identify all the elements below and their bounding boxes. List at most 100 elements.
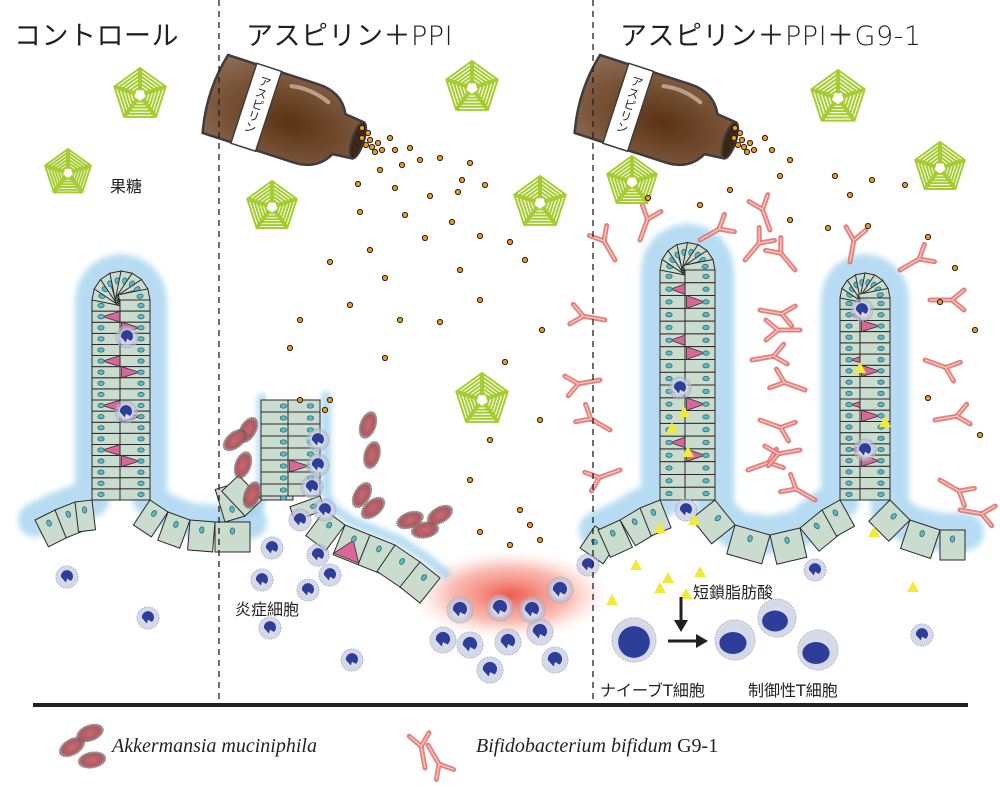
scfa-triangle [688,514,700,525]
bifidobacterium-icon [582,467,623,494]
cell-nucleus [813,522,820,530]
aspirin-particle [726,186,734,194]
goblet-cell [686,397,706,412]
aspirin-particle [458,176,466,184]
naive-t-cell-label: ナイーブT細胞 [600,681,705,700]
aspirin-particle [743,148,751,156]
cell-nucleus [631,518,638,526]
aspirin-particle [454,188,462,196]
inflammatory-cell [429,626,457,654]
aspirin-particle [696,201,704,209]
cell-nucleus [279,463,287,469]
cell-nucleus [137,480,145,486]
aspirin-particle [358,134,366,142]
aspirin-particle [738,136,746,144]
epithelial-cell [859,342,891,355]
scfa-triangle [662,572,674,583]
aspirin-particle [354,180,362,188]
cell-nucleus [137,314,145,320]
aspirin-particle [481,181,489,189]
bifidobacterium-icon [927,287,967,313]
inflammatory-cell [306,428,330,452]
aspirin-particle [740,143,748,151]
aspirin-particle [951,264,959,272]
cell-nucleus [702,478,710,484]
cell-nucleus [665,376,673,382]
aspirin-particle [456,266,464,274]
aspirin-particle [746,139,754,147]
cell-nucleus [97,447,105,453]
aspirin-particle [296,396,304,404]
inflammatory-cell [340,648,364,672]
aspirin-particle [396,316,404,324]
aspirin-particle [864,222,872,230]
regulatory-t-cell-icon [714,619,756,661]
cell-nucleus [81,506,88,514]
cell-nucleus [279,495,287,501]
aspirin-particle [366,136,374,144]
cell-nucleus [97,303,105,309]
scfa-triangle [606,594,618,605]
akkermansia-icon [426,504,454,526]
epithelial-cell [119,421,151,434]
bifidobacterium-icon [957,503,998,529]
epithelial-cell [684,307,716,322]
cell-nucleus [137,403,145,409]
goblet-cell [861,409,881,422]
cell-nucleus [845,357,853,363]
epithelial-cell [119,299,151,312]
cell-nucleus [845,301,853,307]
panel-title-control: コントロール [14,21,179,52]
legend-akkermansia-icon [58,723,107,769]
epithelial-cell [639,499,672,537]
cell-nucleus [137,336,145,342]
cell-nucleus [702,273,710,279]
inflammatory-cell [296,578,320,602]
epithelial-cell [187,519,216,553]
bifidobacterium-icon [932,401,973,427]
cell-nucleus [665,401,673,407]
right-arrow-head [696,634,708,648]
cell-nucleus [665,312,673,318]
aspirin-particle [326,258,334,266]
cell-nucleus [665,478,673,484]
bifidobacterium-icon [757,303,798,329]
cell-nucleus [877,402,885,408]
aspirin-particle [776,172,784,180]
fructose-icon [810,68,866,122]
epithelial-cell [859,465,891,479]
bifidobacterium-icon [843,224,869,265]
cell-nucleus [877,379,885,385]
cell-nucleus [877,368,885,374]
aspirin-particle [326,396,334,404]
cell-nucleus [97,403,105,409]
bifidobacterium-icon [922,357,963,384]
inflammatory-cell [306,543,330,567]
cell-nucleus [877,390,885,396]
epithelial-cell-strip [34,499,97,548]
cell-nucleus [702,299,710,305]
goblet-cell [121,366,141,379]
cell-nucleus [877,480,885,486]
cell-nucleus [702,376,710,382]
aspirin-particle [391,184,399,192]
epithelial-cell [939,529,966,561]
aspirin-particle [366,246,374,254]
scfa-triangle [682,446,694,457]
cell-nucleus [97,336,105,342]
inflammatory-cell [446,596,474,624]
epithelial-cell [859,488,891,501]
epithelial-cell [119,466,151,479]
epithelial-cell-strip [91,270,151,501]
immune-cell-layer [55,298,934,684]
epithelial-cell [91,432,123,445]
scfa-triangle [907,581,919,592]
akkermansia-legend-cell [76,723,104,743]
aspirin-particle [501,358,509,366]
aspirin-particle [526,521,534,529]
aspirin-particle [406,144,414,152]
cell-nucleus [877,469,885,475]
epithelial-cell [684,320,716,335]
cell-nucleus [845,390,853,396]
